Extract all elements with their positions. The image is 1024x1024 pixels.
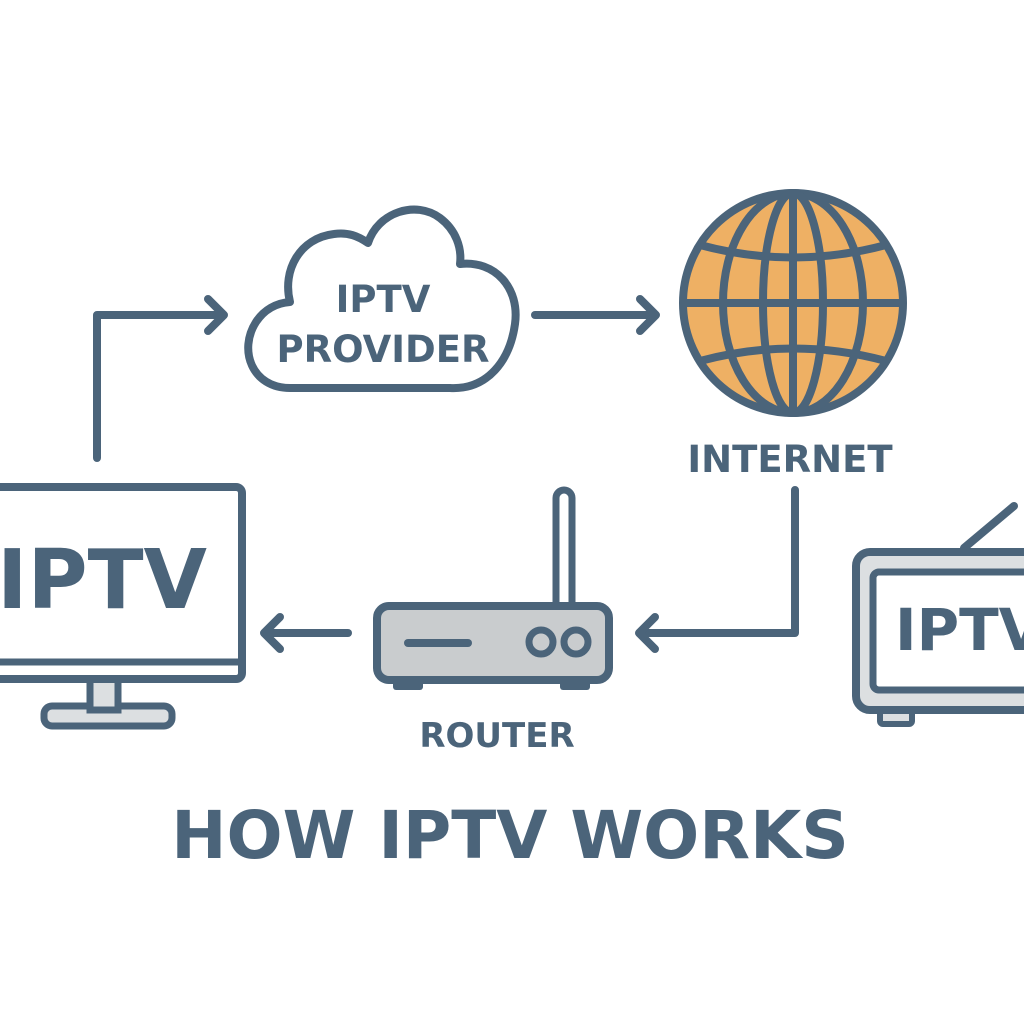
arrow-internet-to-router [636,486,799,637]
tv-screen [869,568,1024,694]
router-light-2 [560,626,592,658]
tv-antenna [960,502,1018,552]
tv-icon [852,502,1024,727]
arrow-monitor-to-provider [93,311,226,462]
provider-label-line1: IPTV [336,278,431,321]
router-body [373,602,613,684]
diagram-title: HOW IPTV WORKS [171,797,849,874]
arrowhead-router-to-monitor [260,613,284,653]
tv-screen-text: IPTV [895,596,1024,664]
globe-icon [679,189,907,417]
arrowhead-monitor-to-provider [204,295,228,335]
cloud-icon [244,205,520,393]
connectors [93,295,799,653]
arrowhead-provider-to-internet [636,295,660,335]
monitor-frame [0,483,246,683]
globe-parallel-north [698,241,888,262]
internet-label: INTERNET [687,438,893,481]
monitor-screen-text: IPTV [0,533,208,628]
router-antenna [552,486,576,614]
router-icon [373,486,613,690]
provider-label-line2: PROVIDER [277,328,490,371]
router-label: ROUTER [419,716,574,756]
monitor-icon [0,483,246,730]
cloud-shape [244,205,520,393]
globe-parallel-south [698,344,888,365]
router-light-1 [525,626,557,658]
arrowhead-internet-to-router [635,613,659,653]
